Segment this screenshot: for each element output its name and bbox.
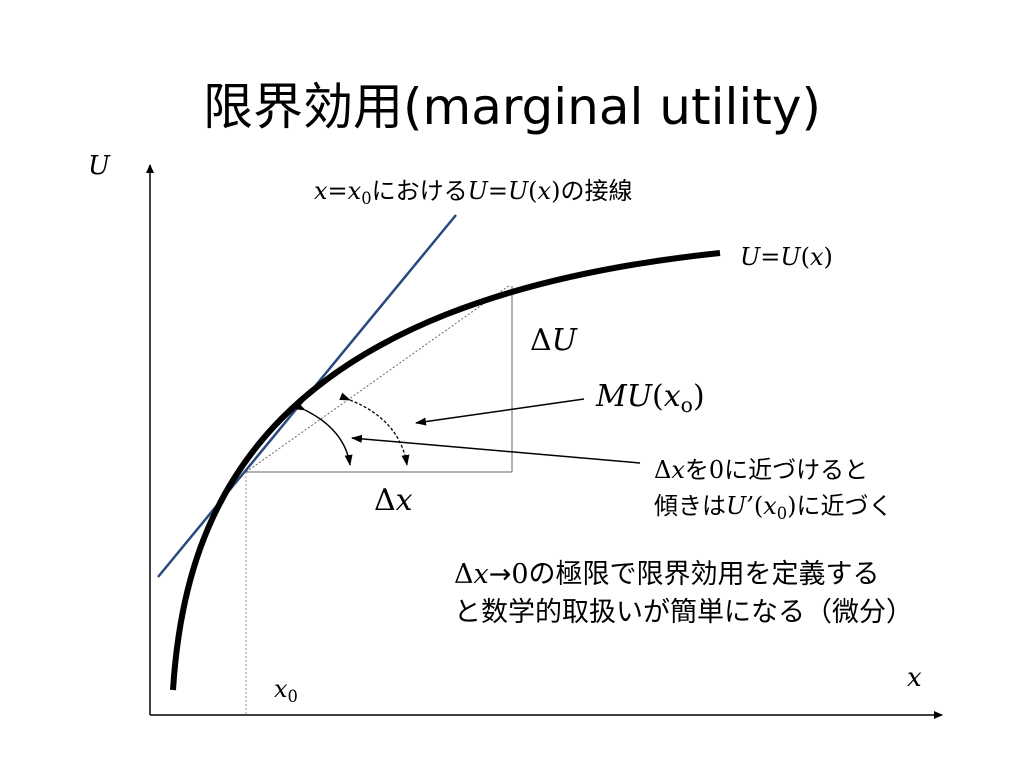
title-english: (marginal utility): [403, 78, 821, 136]
curve-label: U=U(x): [740, 243, 833, 271]
mu-pointer-arrow: [415, 398, 585, 426]
tangent-label: x=x0におけるU=U(x)の接線: [314, 177, 633, 208]
secant-angle-arc: [339, 392, 410, 466]
x0-subscript: 0: [287, 686, 298, 706]
note-pointer-arrow: [351, 434, 641, 464]
x0-label: x0: [274, 675, 298, 707]
slide-title: 限界効用(marginal utility): [0, 72, 1024, 142]
delta-x-label: Δx: [374, 483, 413, 518]
limit-note: Δxを0に近づけると 傾きはU’(x0)に近づく: [654, 452, 893, 532]
limit-note-line2: 傾きはU’(x0)に近づく: [654, 492, 893, 523]
limit-note-line1: Δxを0に近づけると: [654, 456, 869, 484]
x-axis-label: x: [907, 663, 922, 693]
utility-curve: [170, 250, 721, 691]
mu-label: MU(xo): [596, 379, 705, 418]
definition-note-line1: Δx→0の極限で限界効用を定義する: [454, 559, 880, 590]
x0-var: x: [274, 675, 288, 703]
y-axis-label: U: [88, 151, 110, 181]
tangent-angle-arc: [294, 401, 353, 466]
definition-note-line2: と数学的取扱いが簡単になる（微分）: [454, 597, 913, 628]
title-japanese: 限界効用: [203, 78, 404, 136]
right-arrow-icon: →: [488, 559, 512, 590]
delta-u-label: ΔU: [530, 323, 577, 358]
secant-line: [245, 284, 511, 473]
definition-note: Δx→0の極限で限界効用を定義する と数学的取扱いが簡単になる（微分）: [454, 556, 913, 632]
